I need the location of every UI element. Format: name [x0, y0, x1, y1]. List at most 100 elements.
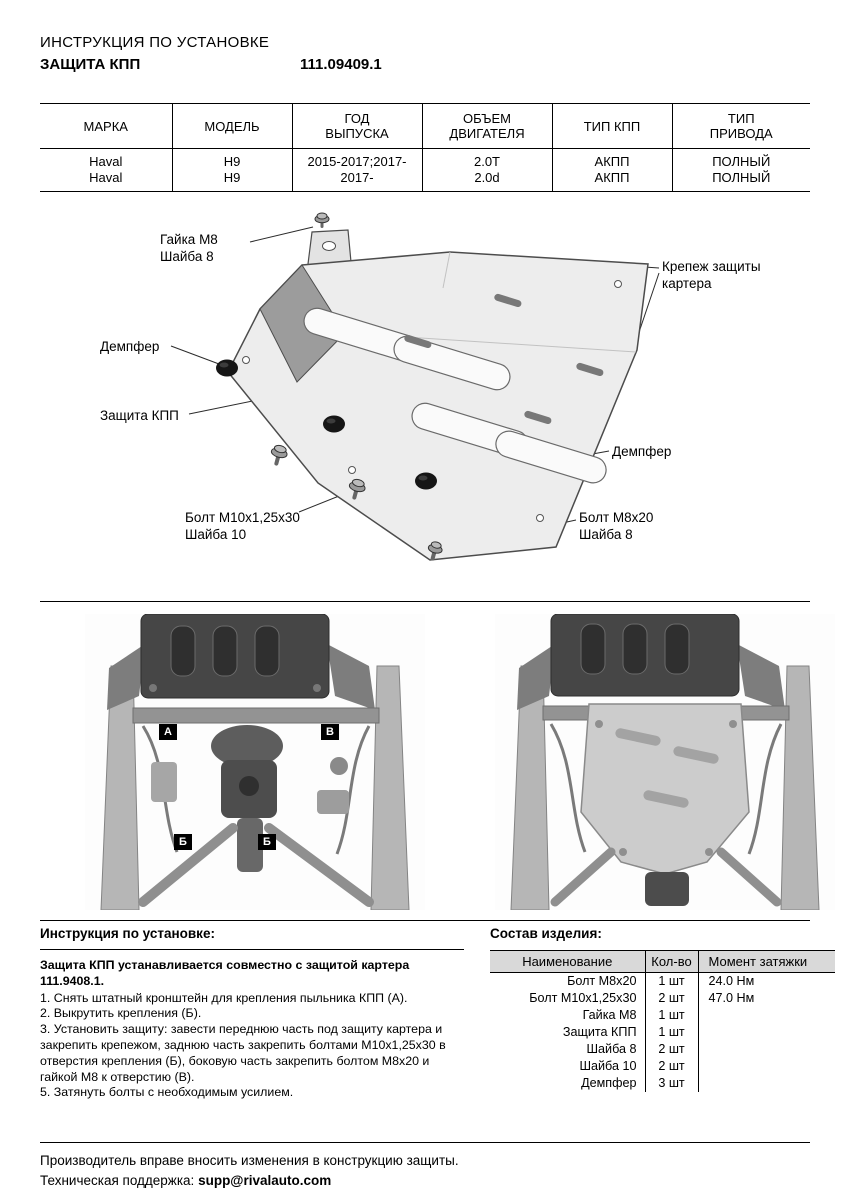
underbody-photo-before — [85, 613, 425, 911]
parts-row: Шайба 10 2 шт — [490, 1057, 835, 1075]
label-bolt-m10: Болт М10х1,25х30 Шайба 10 — [185, 510, 300, 542]
vehicle-col-engine: ОБЪЕМ ДВИГАТЕЛЯ — [421, 103, 552, 149]
parts-row: Гайка М8 1 шт — [490, 1006, 835, 1024]
vehicle-cell-year: 2015-2017;2017- — [291, 148, 422, 170]
vehicle-cell-drive: ПОЛНЫЙ — [671, 170, 810, 192]
parts-heading: Состав изделия: — [490, 926, 602, 941]
instruction-step: 5. Затянуть болты с необходимым усилием. — [40, 1085, 294, 1100]
vehicle-col-drive: ТИП ПРИВОДА — [671, 103, 810, 149]
product-name: ЗАЩИТА КПП — [40, 56, 141, 73]
vehicle-cell-engine: 2.0T — [421, 148, 552, 170]
part-torque: 47.0 Нм — [697, 989, 835, 1007]
vehicle-cell-gearbox: АКПП — [551, 170, 672, 192]
parts-row: Демпфер 3 шт — [490, 1074, 835, 1092]
parts-col-torque: Момент затяжки — [697, 950, 835, 973]
part-qty: 1 шт — [644, 1006, 698, 1024]
instructions-heading: Инструкция по установке: — [40, 926, 215, 941]
part-name: Болт М10х1,25х30 — [529, 991, 637, 1005]
part-torque — [697, 1057, 835, 1075]
vehicle-cell-brand: Haval — [89, 154, 123, 169]
part-torque — [697, 1040, 835, 1058]
plate-holes — [242, 280, 622, 522]
vehicle-col-marka: МАРКА — [40, 103, 172, 149]
label-bolt-m8: Болт М8х20 Шайба 8 — [579, 510, 654, 542]
instructions-intro: Защита КПП устанавливается совместно с з… — [40, 958, 410, 988]
installed-plate-shape — [580, 703, 750, 875]
part-qty: 2 шт — [644, 1040, 698, 1058]
part-number: 111.09409.1 — [300, 56, 382, 73]
document-footer: Производитель вправе вносить изменения в… — [40, 1151, 459, 1191]
support-email: supp@rivalauto.com — [198, 1173, 332, 1188]
part-torque — [697, 1006, 835, 1024]
part-torque: 24.0 Нм — [697, 972, 835, 990]
vehicle-compatibility-table: МАРКА МОДЕЛЬ ГОД ВЫПУСКА ОБЪЕМ ДВИГАТЕЛЯ… — [40, 103, 810, 192]
part-qty: 1 шт — [644, 972, 698, 990]
marker-a: А — [159, 724, 177, 740]
part-name: Шайба 8 — [586, 1042, 637, 1056]
vehicle-cell-model: H9 — [171, 170, 292, 192]
part-name: Гайка М8 — [582, 1008, 637, 1022]
part-name: Болт М8х20 — [567, 974, 637, 989]
vehicle-cell-drive: ПОЛНЫЙ — [671, 148, 810, 170]
label-protection-kpp: Защита КПП — [100, 408, 179, 423]
vehicle-cell-model: H9 — [171, 148, 292, 170]
part-qty: 2 шт — [644, 1057, 698, 1075]
part-name: Защита КПП — [562, 1025, 637, 1039]
divider-photos-text — [40, 920, 810, 921]
vehicle-cell-engine: 2.0d — [421, 170, 552, 192]
vehicle-col-year: ГОД ВЫПУСКА — [291, 103, 422, 149]
label-damper-left: Демпфер — [100, 339, 160, 354]
parts-table: Наименование Кол-во Момент затяжки Болт … — [490, 950, 835, 1092]
plate-vent-marks — [404, 293, 604, 425]
vehicle-row: Haval H9 2015-2017;2017- 2.0T АКПП ПОЛНЫ… — [40, 148, 810, 170]
underbody-photo-after — [495, 613, 835, 911]
parts-row: Болт М10х1,25х30 2 шт 47.0 Нм — [490, 989, 835, 1007]
instruction-step: 1. Снять штатный кронштейн для крепления… — [40, 990, 408, 1005]
divider-footer — [40, 1142, 810, 1143]
part-name: Демпфер — [581, 1076, 637, 1090]
support-label: Техническая поддержка: — [40, 1173, 195, 1188]
part-qty: 3 шт — [644, 1074, 698, 1092]
bolt-m8-icon — [427, 541, 443, 561]
vehicle-table-header-row: МАРКА МОДЕЛЬ ГОД ВЫПУСКА ОБЪЕМ ДВИГАТЕЛЯ… — [40, 103, 810, 149]
part-name: Шайба 10 — [579, 1059, 637, 1073]
footer-support-line: Техническая поддержка: supp@rivalauto.co… — [40, 1171, 459, 1191]
vehicle-cell-brand: Haval — [40, 170, 172, 192]
part-torque — [697, 1074, 835, 1092]
part-torque — [697, 1023, 835, 1041]
plate-slots — [303, 307, 607, 484]
document-title: ИНСТРУКЦИЯ ПО УСТАНОВКЕ — [40, 34, 270, 51]
instruction-step: 3. Установить защиту: завести переднюю ч… — [40, 1022, 446, 1084]
parts-row: Шайба 8 2 шт — [490, 1040, 835, 1058]
bolt-m10-icon — [348, 478, 366, 500]
vehicle-cell-gearbox: АКПП — [551, 148, 672, 170]
parts-col-qty: Кол-во — [644, 950, 698, 973]
instruction-step: 2. Выкрутить крепления (Б). — [40, 1006, 202, 1021]
parts-col-name: Наименование — [490, 950, 645, 973]
document-header: ИНСТРУКЦИЯ ПО УСТАНОВКЕ ЗАЩИТА КПП 111.0… — [40, 34, 382, 73]
parts-header-row: Наименование Кол-во Момент затяжки — [490, 950, 835, 973]
nut-m8-icon — [314, 212, 330, 228]
marker-v: В — [321, 724, 339, 740]
footer-disclaimer: Производитель вправе вносить изменения в… — [40, 1153, 459, 1168]
part-qty: 2 шт — [644, 989, 698, 1007]
label-carter-mount: Крепеж защиты картера — [662, 259, 761, 291]
marker-b2: Б — [258, 834, 276, 850]
vehicle-col-model: МОДЕЛЬ — [171, 103, 292, 149]
divider-diagram-photos — [40, 601, 810, 602]
label-damper-right: Демпфер — [612, 444, 672, 459]
bolt-m10-icon — [270, 444, 288, 466]
vehicle-cell-year: 2017- — [291, 170, 422, 192]
installation-photo-before: А В Б Б — [85, 613, 425, 911]
parts-row: Болт М8х20 1 шт 24.0 Нм — [490, 972, 835, 990]
part-qty: 1 шт — [644, 1023, 698, 1041]
vehicle-row: Haval H9 2017- 2.0d АКПП ПОЛНЫЙ — [40, 170, 810, 192]
parts-list-section: Состав изделия: Наименование Кол-во Моме… — [490, 926, 835, 1092]
exploded-diagram-illustration — [170, 212, 660, 561]
parts-row: Защита КПП 1 шт — [490, 1023, 835, 1041]
instructions-rule — [40, 949, 464, 950]
damper-shapes — [216, 359, 437, 490]
vehicle-col-gearbox: ТИП КПП — [551, 103, 672, 149]
marker-b1: Б — [174, 834, 192, 850]
